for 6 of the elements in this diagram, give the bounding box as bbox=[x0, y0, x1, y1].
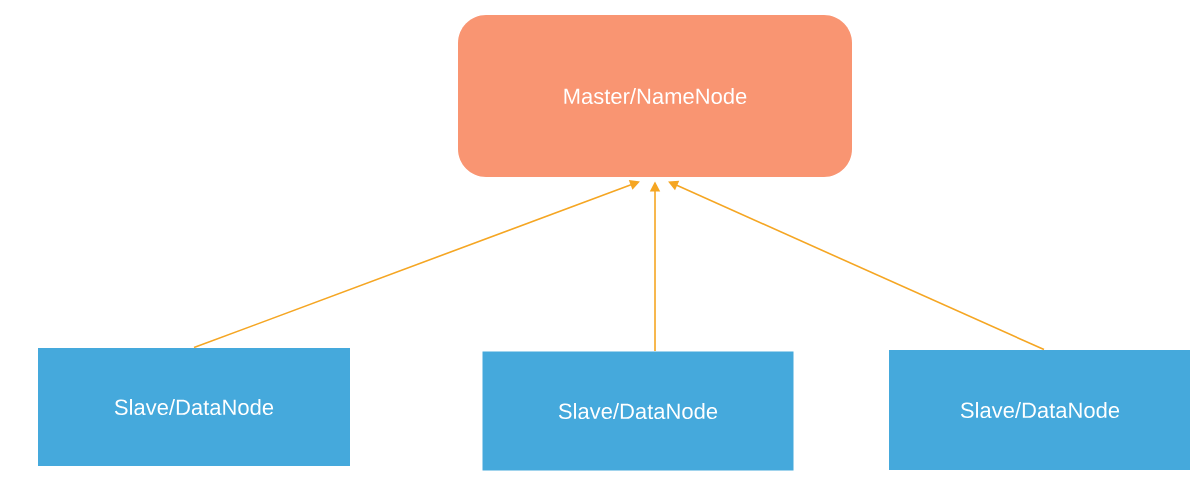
data-node-box: Slave/DataNode bbox=[482, 351, 794, 471]
master-node-box: Master/NameNode bbox=[458, 15, 852, 177]
arrow bbox=[668, 180, 1045, 351]
data-node-box: Slave/DataNode bbox=[889, 350, 1190, 470]
data-node-box: Slave/DataNode bbox=[38, 348, 350, 466]
arrow bbox=[193, 180, 640, 349]
